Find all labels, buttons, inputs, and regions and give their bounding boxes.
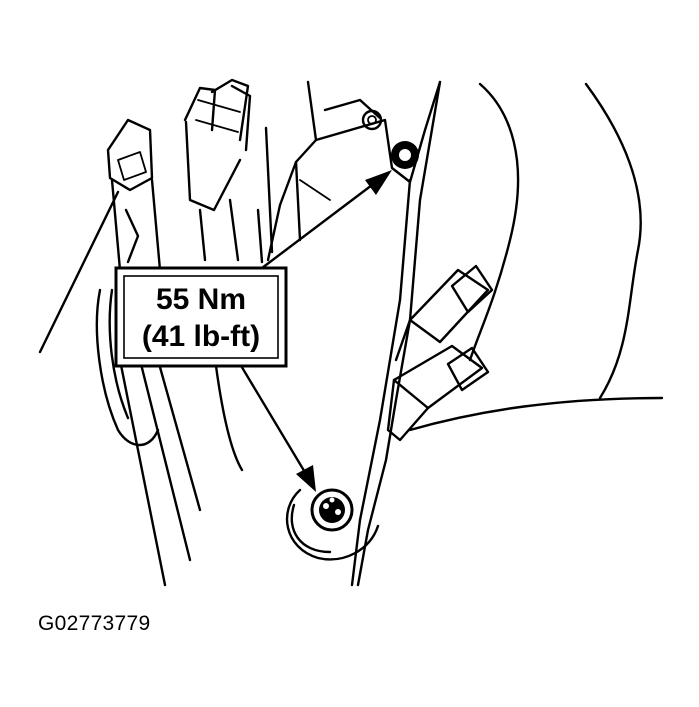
leader-arrow-lower <box>238 362 316 492</box>
torque-callout: 55 Nm (41 lb-ft) <box>114 266 288 368</box>
lower-bolt <box>285 488 380 561</box>
upper-right-connector <box>394 264 494 362</box>
right-body-contour <box>408 82 664 432</box>
torque-value-lbft: (41 lb-ft) <box>142 320 260 353</box>
lower-right-connector <box>386 344 490 442</box>
leader-arrow-upper <box>260 170 392 270</box>
figure-id-label: G02773779 <box>38 612 151 635</box>
torque-value-nm: 55 Nm <box>156 283 246 316</box>
upper-bolt <box>391 141 419 169</box>
center-connector-cluster <box>183 78 274 472</box>
mounting-plate <box>266 80 442 587</box>
left-edge-line <box>38 190 120 354</box>
left-bracket-assembly <box>95 118 202 587</box>
